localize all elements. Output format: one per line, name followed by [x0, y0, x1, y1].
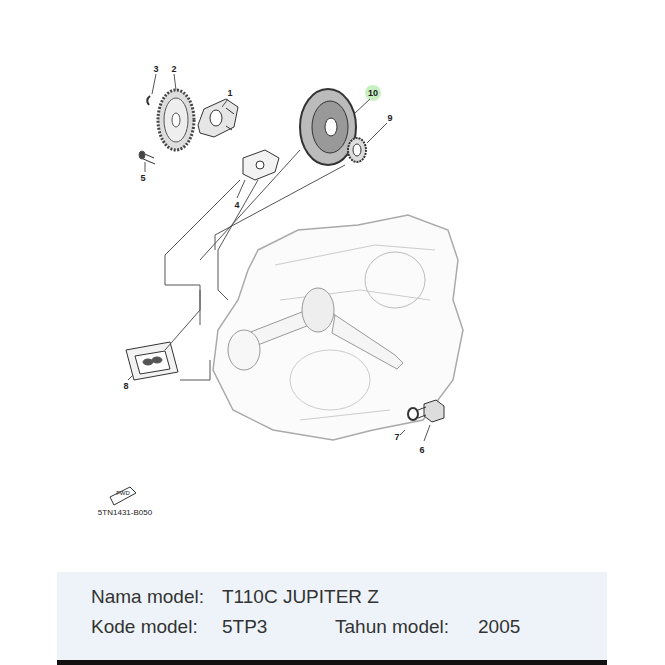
- field-value: T110C JUPITER Z: [222, 587, 379, 606]
- callout-number: 6: [419, 446, 424, 455]
- callout-number: 3: [153, 65, 158, 74]
- callout-number: 10: [368, 89, 378, 98]
- bottom-bar: [57, 660, 607, 665]
- sprocket-bore: [172, 113, 180, 127]
- gasket-window: [135, 351, 170, 374]
- gear-nut: [348, 138, 366, 162]
- drive-gear: [300, 89, 356, 165]
- field-label: Nama model:: [91, 587, 204, 606]
- field-value: 5TP3: [222, 617, 267, 636]
- callout-number: 1: [227, 89, 232, 98]
- field-label: Tahun model:: [335, 617, 449, 636]
- callout-number: 2: [171, 65, 176, 74]
- oil-filter: [228, 330, 260, 370]
- crankcase: [213, 215, 463, 440]
- figure-code: 5TN1431-B050: [98, 509, 152, 517]
- sprocket-hub: [164, 98, 188, 142]
- callout-number: 7: [394, 433, 399, 442]
- crank-shaft: [332, 315, 403, 369]
- direction-mark: FWD: [116, 490, 130, 496]
- gasket-hole: [256, 161, 264, 169]
- case-ribs: [275, 245, 435, 420]
- assembly-line: [165, 290, 200, 350]
- line-art: [57, 74, 607, 665]
- sprocket: [158, 90, 194, 150]
- gear-web: [312, 101, 348, 153]
- gear-bore: [325, 118, 337, 136]
- model-info-band: Nama model: T110C JUPITER Z Kode model: 5TP…: [57, 572, 607, 660]
- case-boss: [365, 252, 425, 308]
- leader-line: [400, 425, 430, 441]
- assembly-line: [165, 150, 345, 325]
- drain-bolt: [424, 400, 444, 422]
- oil-pump: [198, 99, 238, 137]
- crank-web: [302, 288, 334, 332]
- callout-number: 9: [387, 114, 392, 123]
- gasket-hole: [143, 359, 153, 365]
- drain-bolt-thread: [418, 407, 426, 418]
- case-boss: [290, 350, 370, 410]
- callout-number: 8: [123, 382, 128, 391]
- assembly-line: [180, 360, 210, 380]
- field-value: 2005: [478, 617, 520, 636]
- washer: [408, 408, 418, 420]
- circlip: [147, 96, 150, 105]
- pump-ribs: [226, 108, 234, 130]
- gasket-hole: [152, 357, 162, 363]
- callout-number: 5: [140, 174, 145, 183]
- highlight-dot: [365, 85, 381, 101]
- bolt-head: [139, 151, 145, 159]
- nut-bore: [353, 144, 361, 156]
- leader-line: [128, 74, 387, 380]
- field-label: Kode model:: [91, 617, 198, 636]
- callout-number: 4: [234, 201, 239, 210]
- pump-shaft: [210, 110, 222, 126]
- bolt-shank: [140, 152, 155, 164]
- fwd-arrow-icon: [110, 487, 136, 505]
- cover-gasket: [126, 342, 178, 380]
- pump-gasket: [243, 150, 279, 180]
